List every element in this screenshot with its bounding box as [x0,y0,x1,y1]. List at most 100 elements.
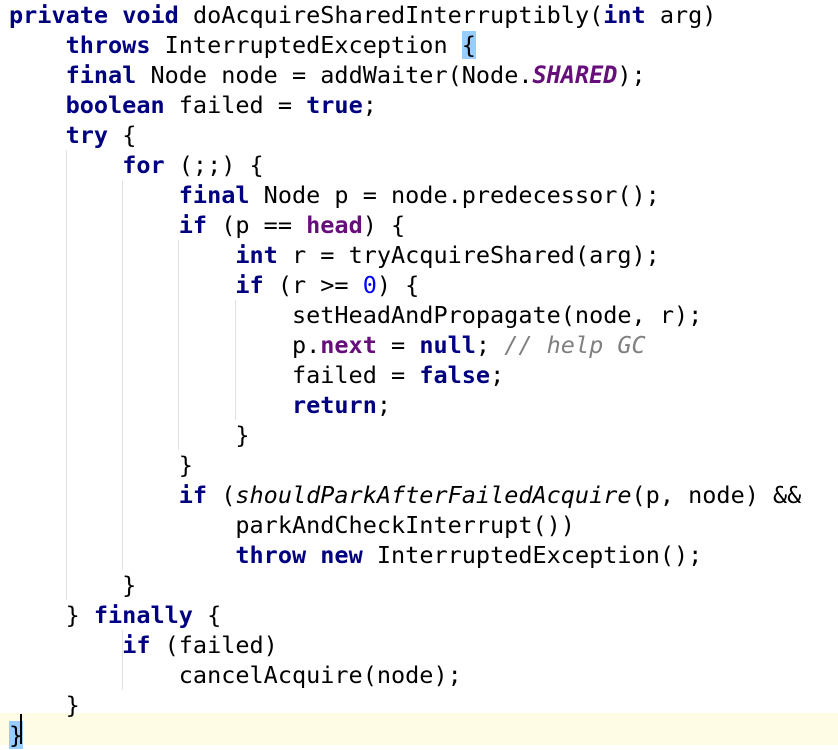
code-line[interactable]: parkAndCheckInterrupt()) [9,510,575,540]
code-line[interactable]: throws InterruptedException { [9,30,476,60]
code-line[interactable]: } [9,720,24,750]
code-token: return [291,391,377,419]
code-line[interactable]: } finally { [9,600,222,630]
code-token: int [603,1,646,29]
code-token: } [9,571,137,599]
code-line[interactable]: failed = false; [9,360,504,390]
code-token: = [376,331,420,359]
code-token: ; [362,91,377,119]
code-token [9,481,179,509]
code-token: new [320,541,363,569]
code-token: (failed) [150,631,278,659]
code-token: } [9,601,94,629]
code-token: throw [235,541,307,569]
code-token: ; [475,331,505,359]
code-token: } [9,691,80,719]
code-token: false [419,361,491,389]
code-token [9,541,235,569]
code-token: shouldParkAfterFailedAcquire [235,481,632,509]
code-token [9,61,66,89]
code-line[interactable]: if (failed) [9,630,278,660]
code-token [9,181,179,209]
code-token: true [306,91,363,119]
code-line[interactable]: final Node p = node.predecessor(); [9,180,660,210]
code-token [108,1,122,29]
code-token: void [122,1,179,29]
code-line[interactable]: setHeadAndPropagate(node, r); [9,300,702,330]
code-token [9,151,122,179]
code-line[interactable]: p.next = null; // help GC [9,330,646,360]
code-line[interactable]: if (p == head) { [9,210,405,240]
code-token: // help GC [504,331,646,359]
indent-guide [178,240,179,450]
code-token: ( [207,481,236,509]
code-token: next [320,331,377,359]
code-token: SHARED [532,61,618,89]
code-token [9,241,235,269]
code-token: (r >= [263,271,363,299]
code-line[interactable]: } [9,690,80,720]
code-line[interactable]: try { [9,120,137,150]
code-token: boolean [65,91,165,119]
indent-guide [66,150,67,600]
code-token: Node p = node.predecessor(); [249,181,660,209]
code-line[interactable]: return; [9,390,391,420]
code-token: (p, node) && [631,481,802,509]
code-token: if [178,481,208,509]
code-line[interactable]: boolean failed = true; [9,90,377,120]
code-token: failed = [164,91,307,119]
code-line[interactable]: } [9,420,250,450]
code-token: (;;) { [164,151,264,179]
indent-guide [122,630,123,690]
code-token: if [122,631,151,659]
code-token [9,271,235,299]
code-token [9,631,122,659]
code-line[interactable]: } [9,570,136,600]
indent-guide [235,300,236,420]
code-token: } [9,451,193,479]
code-token: } [9,721,24,749]
code-token: ; [490,361,505,389]
code-line[interactable]: for (;;) { [9,150,264,180]
code-line[interactable]: throw new InterruptedException(); [9,540,702,570]
code-token: } [9,421,250,449]
code-token [9,31,66,59]
code-token: arg) [645,1,717,29]
code-token: private [9,1,109,29]
code-line[interactable]: if (shouldParkAfterFailedAcquire(p, node… [9,480,802,510]
code-token: int [235,241,278,269]
code-token: Node node = addWaiter(Node. [136,61,533,89]
code-token: ; [376,391,392,419]
code-token: InterruptedException(); [362,541,703,569]
code-token: setHeadAndPropagate(node, r); [9,301,703,329]
code-line[interactable]: final Node node = addWaiter(Node.SHARED)… [9,60,646,90]
code-token: 0 [362,271,377,299]
code-token: null [419,331,476,359]
code-token: { [192,601,222,629]
indent-guide [122,180,123,570]
code-token: ); [617,61,646,89]
code-token: if [178,211,208,239]
code-token: r = tryAcquireShared(arg); [277,241,660,269]
code-token: (p == [207,211,307,239]
code-token: throws [65,31,151,59]
code-token: head [306,211,363,239]
code-token [306,541,320,569]
code-token: finally [93,601,193,629]
code-token: { [461,31,476,59]
code-line[interactable]: cancelAcquire(node); [9,660,462,690]
current-line-highlight [0,713,838,745]
code-token [9,121,66,149]
code-token: InterruptedException [150,31,462,59]
code-token: doAcquireSharedInterruptibly( [178,1,604,29]
code-line[interactable]: if (r >= 0) { [9,270,419,300]
code-line[interactable]: } [9,450,193,480]
code-token: final [65,61,137,89]
code-token: p. [9,331,321,359]
code-token: try [65,121,109,149]
code-token [9,391,292,419]
code-line[interactable]: private void doAcquireSharedInterruptibl… [9,0,716,30]
code-token [9,211,179,239]
code-line[interactable]: int r = tryAcquireShared(arg); [9,240,660,270]
